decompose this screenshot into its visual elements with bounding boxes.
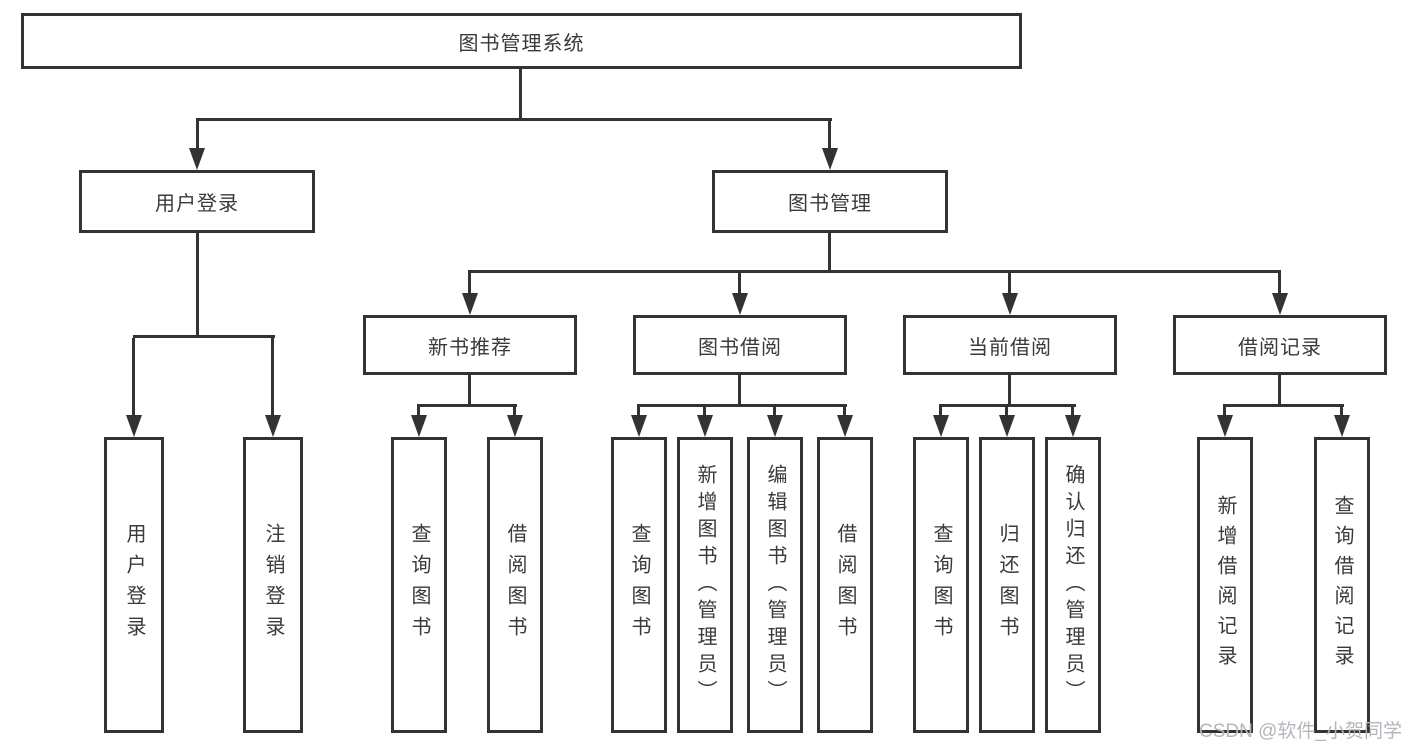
leaf-nb-borrow-books: 借阅图书 [487, 437, 543, 733]
connector [1071, 407, 1074, 417]
connector [1278, 273, 1281, 295]
connector [132, 338, 135, 417]
node-user-login: 用户登录 [79, 170, 315, 233]
arrow-down-icon [732, 293, 748, 315]
arrow-down-icon [1002, 293, 1018, 315]
leaf-bb-query-books: 查询图书 [611, 437, 667, 733]
connector [738, 273, 741, 295]
leaf-cb-return-books: 归还图书 [979, 437, 1035, 733]
node-borrow-records: 借阅记录 [1173, 315, 1387, 375]
arrow-down-icon [1334, 415, 1350, 437]
connector [939, 404, 1076, 407]
connector [1223, 404, 1344, 407]
connector [196, 233, 199, 335]
watermark: CSDN @软件_小贺同学 [1199, 721, 1402, 742]
node-new-book-recommend: 新书推荐 [363, 315, 577, 375]
arrow-down-icon [1217, 415, 1233, 437]
connector [703, 407, 706, 417]
leaf-nb-query-books: 查询图书 [391, 437, 447, 733]
connector [828, 233, 831, 270]
connector [513, 407, 516, 417]
leaf-user-login: 用户登录 [104, 437, 164, 733]
node-book-management: 图书管理 [712, 170, 948, 233]
leaf-br-query-record: 查询借阅记录 [1314, 437, 1370, 733]
connector [196, 118, 832, 121]
arrow-down-icon [462, 293, 478, 315]
arrow-down-icon [631, 415, 647, 437]
leaf-logout: 注销登录 [243, 437, 303, 733]
arrow-down-icon [822, 148, 838, 170]
arrow-down-icon [933, 415, 949, 437]
connector [637, 407, 640, 417]
connector [271, 338, 274, 417]
leaf-bb-add-books-admin: 新增图书（管理员） [677, 437, 733, 733]
arrow-down-icon [999, 415, 1015, 437]
arrow-down-icon [697, 415, 713, 437]
node-root: 图书管理系统 [21, 13, 1022, 69]
leaf-bb-borrow-books: 借阅图书 [817, 437, 873, 733]
connector [417, 404, 517, 407]
connector [738, 375, 741, 404]
arrow-down-icon [1272, 293, 1288, 315]
connector [843, 407, 846, 417]
arrow-down-icon [767, 415, 783, 437]
connector [468, 270, 1281, 273]
leaf-cb-confirm-return-admin: 确认归还（管理员） [1045, 437, 1101, 733]
arrow-down-icon [189, 148, 205, 170]
leaf-br-add-record: 新增借阅记录 [1197, 437, 1253, 733]
connector [417, 407, 420, 417]
connector [828, 121, 831, 150]
connector [773, 407, 776, 417]
arrow-down-icon [1065, 415, 1081, 437]
connector [1278, 375, 1281, 404]
connector [1340, 407, 1343, 417]
connector [1005, 407, 1008, 417]
arrow-down-icon [837, 415, 853, 437]
node-book-borrow: 图书借阅 [633, 315, 847, 375]
connector [1008, 375, 1011, 404]
node-current-borrow: 当前借阅 [903, 315, 1117, 375]
leaf-cb-query-books: 查询图书 [913, 437, 969, 733]
arrow-down-icon [126, 415, 142, 437]
connector [468, 375, 471, 404]
connector [196, 121, 199, 150]
arrow-down-icon [411, 415, 427, 437]
connector [468, 273, 471, 295]
arrow-down-icon [507, 415, 523, 437]
connector [133, 335, 275, 338]
leaf-bb-edit-books-admin: 编辑图书（管理员） [747, 437, 803, 733]
connector [519, 69, 522, 120]
connector [1223, 407, 1226, 417]
connector [1008, 273, 1011, 295]
connector [637, 404, 847, 407]
arrow-down-icon [265, 415, 281, 437]
connector [939, 407, 942, 417]
